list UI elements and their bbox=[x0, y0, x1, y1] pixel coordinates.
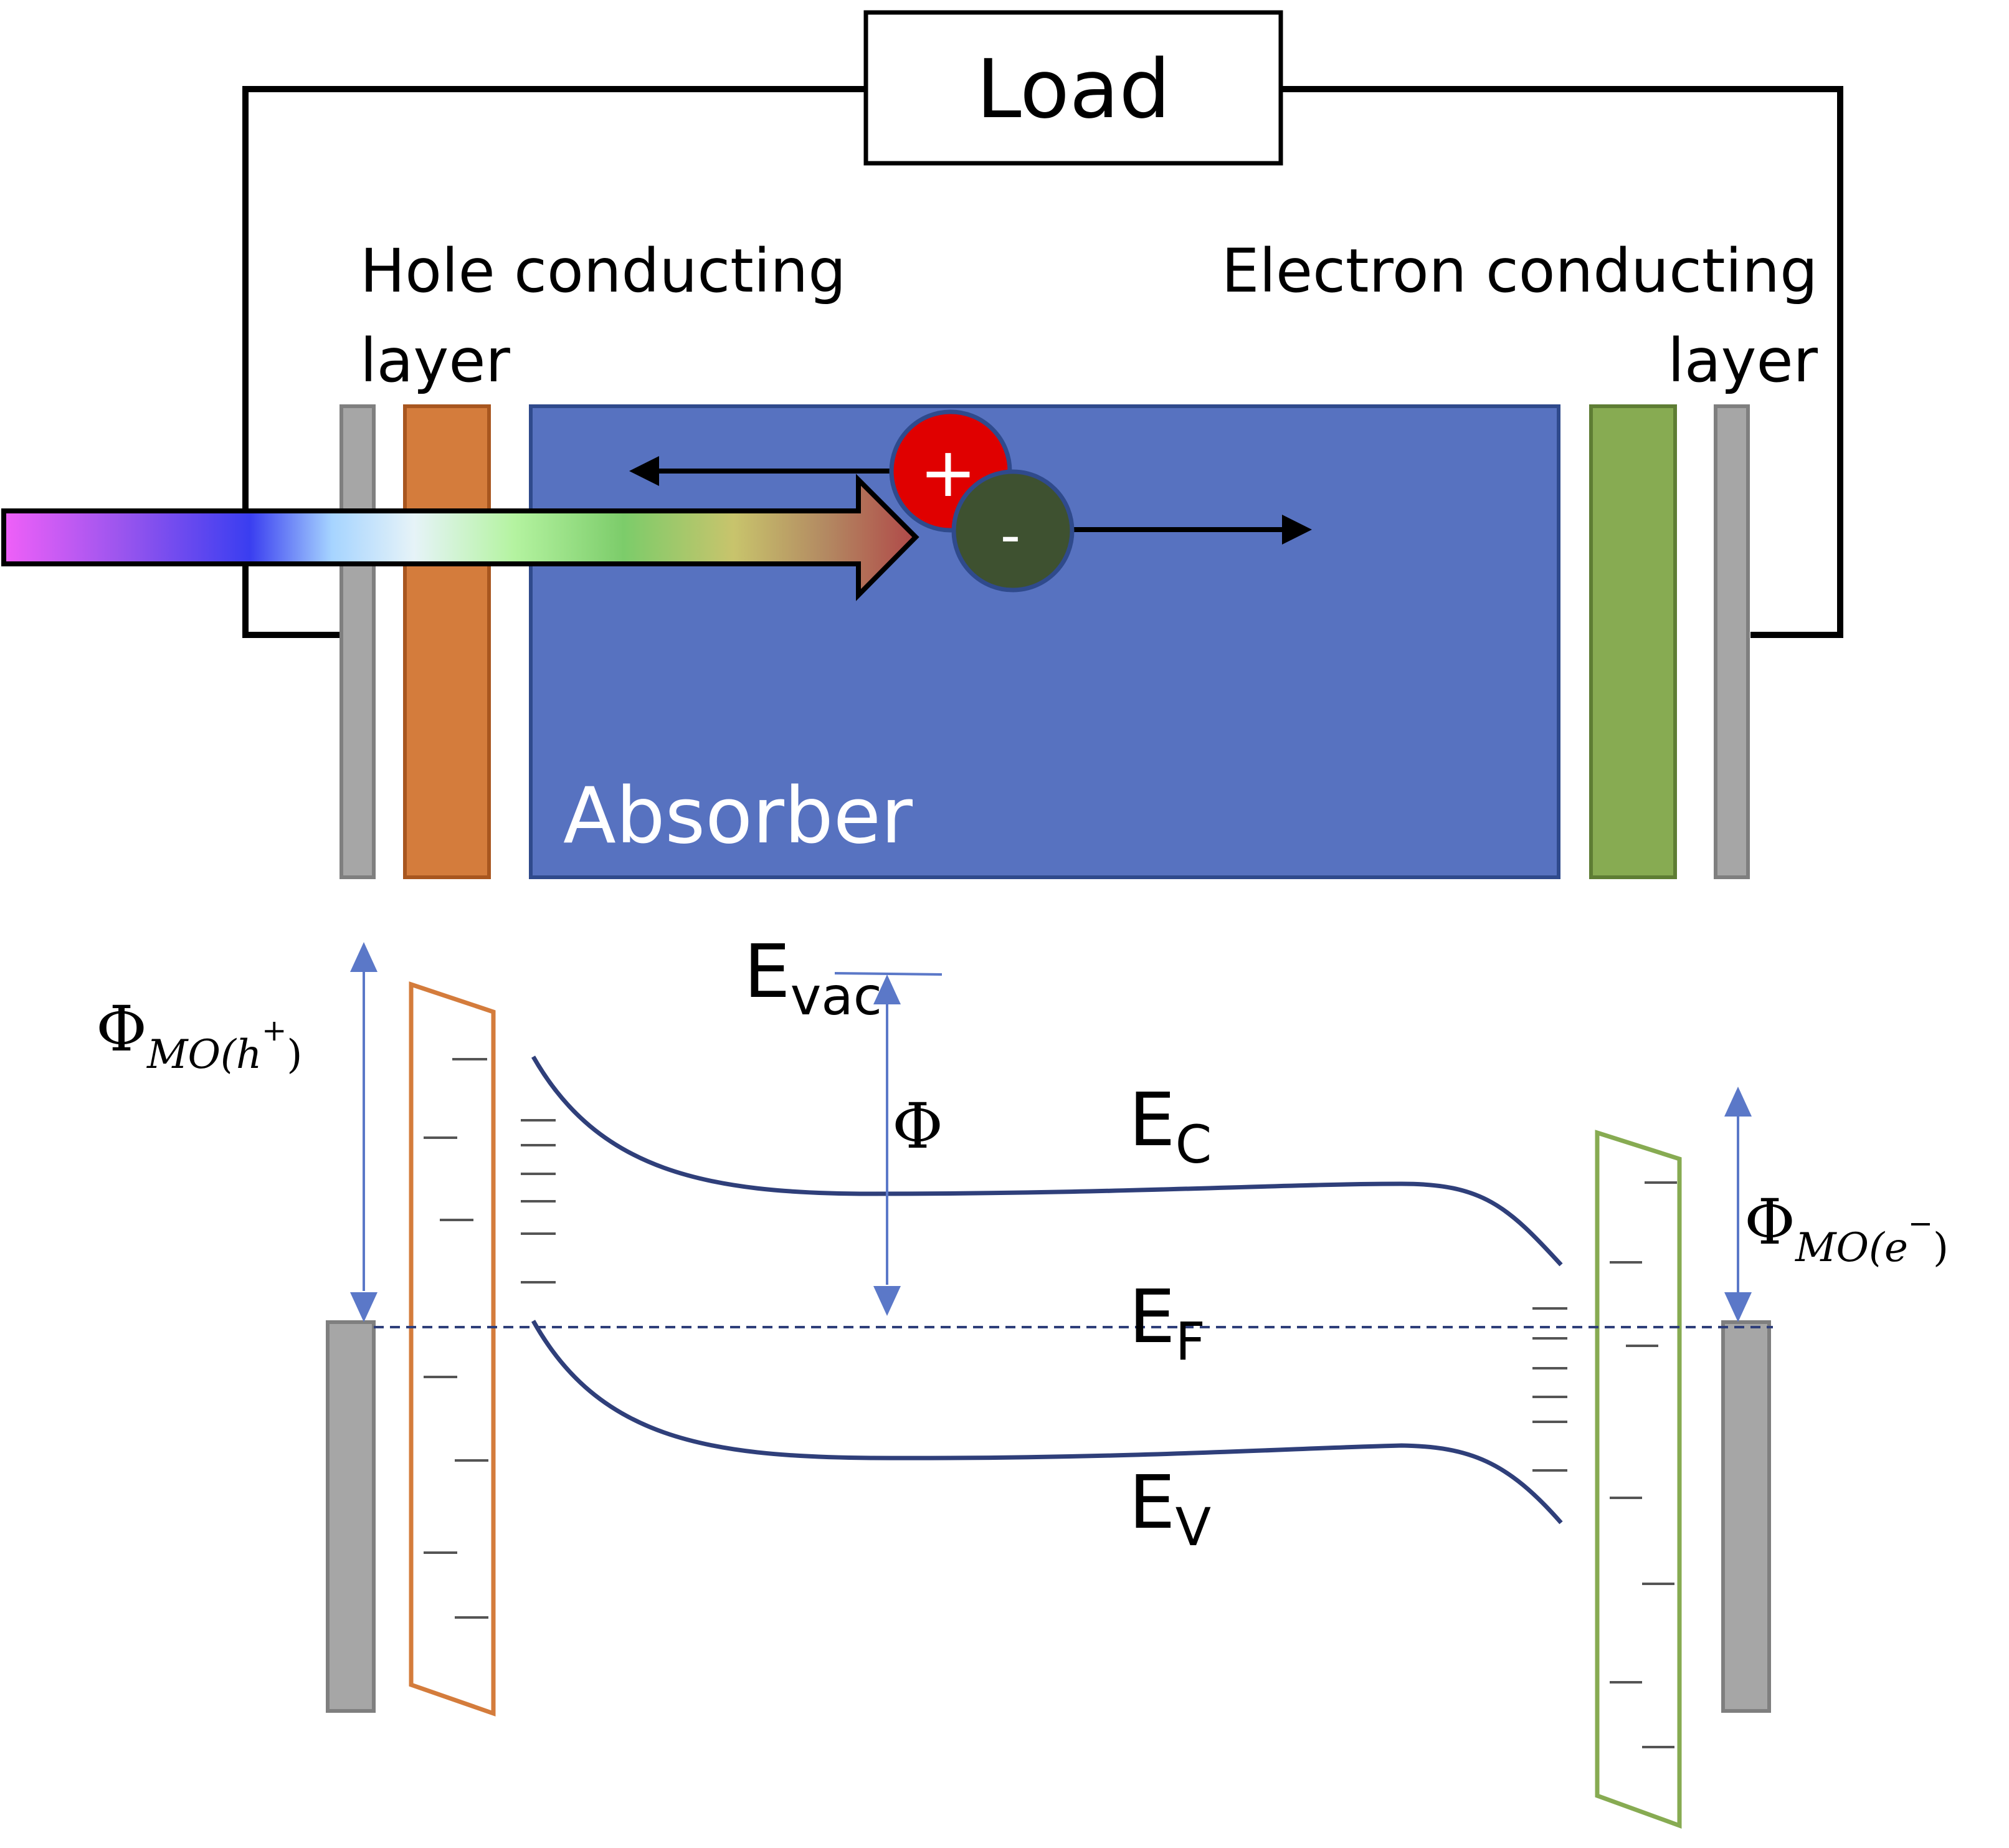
load-box bbox=[863, 10, 1283, 166]
vacuum-level-line bbox=[834, 972, 943, 976]
absorber-label: Absorber bbox=[563, 771, 913, 861]
right-contact bbox=[1714, 404, 1750, 879]
work-function-arrow bbox=[873, 974, 901, 1316]
hole-layer-label: Hole conducting bbox=[360, 236, 846, 306]
left-interface-states bbox=[521, 1119, 556, 1284]
hole-layer-band bbox=[409, 981, 496, 1717]
conduction-band-label: EC bbox=[1129, 1077, 1212, 1175]
phi-mo-e-label: ΦMO(e−) bbox=[1744, 1186, 1949, 1271]
work-function-label: Φ bbox=[892, 1090, 943, 1163]
valence-band-label: EV bbox=[1129, 1459, 1211, 1558]
electron-layer-label: Electron conducting bbox=[1222, 236, 1818, 306]
spectrum-arrow-icon bbox=[1, 474, 919, 601]
electron-layer-states bbox=[1610, 1181, 1677, 1748]
electron-layer-label-line2: layer bbox=[1668, 326, 1818, 396]
electron-charge-label: - bbox=[1000, 503, 1020, 568]
right-interface-states bbox=[1532, 1307, 1567, 1472]
load-label: Load bbox=[976, 42, 1171, 136]
right-contact-band bbox=[1721, 1320, 1771, 1713]
phi-mo-h-arrow bbox=[350, 942, 378, 1322]
valence-band-edge bbox=[531, 1320, 1563, 1525]
hole-layer-label-line2: layer bbox=[360, 326, 510, 396]
circuit-wire-right bbox=[1281, 86, 1843, 638]
phi-mo-e-arrow bbox=[1724, 1087, 1752, 1322]
vacuum-level-label: Evac bbox=[744, 928, 882, 1027]
left-contact-band bbox=[326, 1320, 376, 1713]
electron-conducting-layer bbox=[1589, 404, 1677, 879]
fermi-level-label: EF bbox=[1129, 1274, 1205, 1372]
electron-carrier bbox=[951, 469, 1075, 593]
conduction-band-edge bbox=[531, 1055, 1563, 1267]
hole-layer-states bbox=[424, 1058, 488, 1619]
electron-layer-band bbox=[1595, 1130, 1682, 1829]
circuit-wire bbox=[242, 86, 867, 638]
hole-conducting-layer bbox=[403, 404, 491, 879]
left-contact bbox=[340, 404, 376, 879]
phi-mo-h-label: ΦMO(h+) bbox=[96, 993, 302, 1078]
